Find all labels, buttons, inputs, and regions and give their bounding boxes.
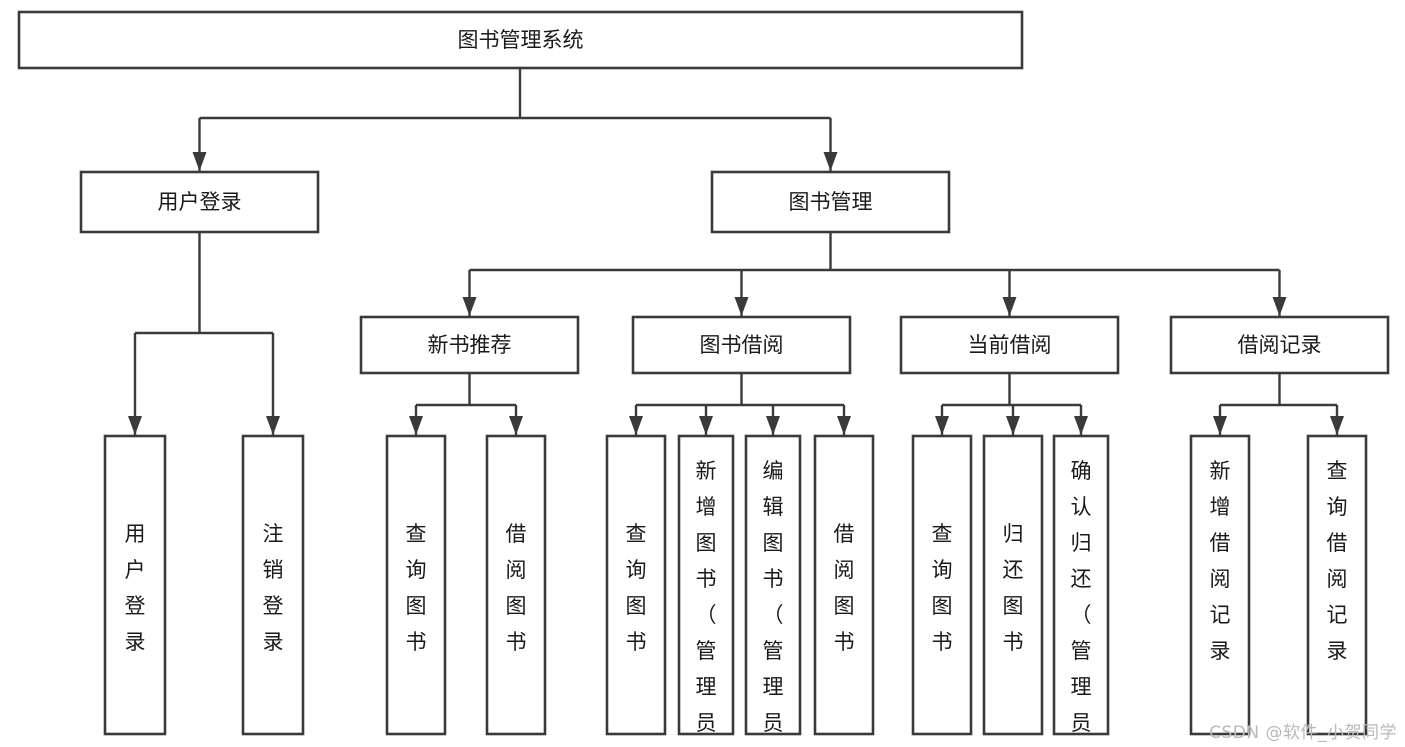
node-user-login[interactable] (79, 170, 320, 234)
arrow-head-icon (734, 297, 749, 316)
node-leaf-rec-query[interactable] (385, 434, 447, 736)
node-book-borrow-rect (631, 315, 852, 375)
node-leaf-rec-query2[interactable] (1306, 434, 1368, 736)
arrow-head-icon (462, 297, 477, 316)
node-leaf-borrow-query[interactable] (605, 434, 667, 736)
node-layer: 图书管理系统用户登录图书管理新书推荐图书借阅当前借阅借阅记录用户登录注销登录查询… (17, 10, 1390, 747)
node-leaf-borrow-edit-rect (744, 434, 802, 736)
node-leaf-borrow-edit[interactable] (744, 434, 802, 736)
node-leaf-borrow-edit-label: 编辑图书（管理员） (763, 459, 784, 747)
node-root-label: 图书管理系统 (458, 28, 584, 52)
node-leaf-borrow-do[interactable] (813, 434, 875, 736)
arrow-head-icon (266, 416, 280, 435)
arrow-head-icon (766, 416, 780, 435)
node-new-book-rec-rect (359, 315, 580, 375)
node-leaf-user-login-rect (103, 434, 167, 736)
arrow-head-icon (509, 416, 523, 435)
node-leaf-rec-borrow[interactable] (485, 434, 547, 736)
node-leaf-cur-query-rect (911, 434, 973, 736)
node-book-manage-label: 图书管理 (789, 190, 873, 214)
arrow-head-icon (1006, 416, 1020, 435)
node-current-borrow-rect (899, 315, 1120, 375)
node-leaf-cur-return-label: 归还图书 (1003, 522, 1024, 654)
node-leaf-cur-query-label: 查询图书 (932, 522, 953, 654)
node-leaf-user-logout[interactable] (241, 434, 305, 736)
node-leaf-borrow-do-label: 借阅图书 (834, 522, 855, 654)
node-book-manage-rect (710, 170, 951, 234)
node-leaf-rec-query2-rect (1306, 434, 1368, 736)
node-leaf-rec-query2-label: 查询借阅记录 (1327, 459, 1348, 663)
arrow-head-icon (128, 416, 142, 435)
node-leaf-user-logout-label: 注销登录 (263, 522, 284, 654)
node-leaf-rec-borrow-rect (485, 434, 547, 736)
node-user-login-rect (79, 170, 320, 234)
arrow-head-icon (837, 416, 851, 435)
node-book-borrow-label: 图书借阅 (700, 333, 784, 357)
arrow-head-icon (1330, 416, 1344, 435)
node-leaf-rec-borrow-label: 借阅图书 (506, 522, 527, 654)
node-root[interactable] (17, 10, 1024, 70)
node-leaf-user-login-label: 用户登录 (125, 522, 146, 654)
arrow-head-icon (1213, 416, 1227, 435)
node-leaf-rec-query-label: 查询图书 (406, 522, 427, 654)
node-leaf-rec-add[interactable] (1189, 434, 1251, 736)
node-leaf-user-logout-rect (241, 434, 305, 736)
node-leaf-cur-confirm-label: 确认归还（管理员） (1071, 459, 1092, 747)
arrow-head-icon (192, 152, 207, 171)
node-leaf-borrow-query-label: 查询图书 (626, 522, 647, 654)
node-borrow-record-rect (1169, 315, 1390, 375)
arrow-head-icon (699, 416, 713, 435)
arrow-head-icon (1002, 297, 1017, 316)
node-new-book-rec[interactable] (359, 315, 580, 375)
node-leaf-user-login[interactable] (103, 434, 167, 736)
arrow-head-icon (935, 416, 949, 435)
arrow-head-icon (1074, 416, 1088, 435)
node-leaf-borrow-add-label: 新增图书（管理员） (696, 459, 717, 747)
node-leaf-rec-add-rect (1189, 434, 1251, 736)
connector-layer (128, 68, 1344, 435)
node-current-borrow[interactable] (899, 315, 1120, 375)
node-book-manage[interactable] (710, 170, 951, 234)
node-new-book-rec-label: 新书推荐 (428, 333, 512, 357)
node-leaf-rec-query-rect (385, 434, 447, 736)
node-borrow-record[interactable] (1169, 315, 1390, 375)
node-leaf-cur-return[interactable] (982, 434, 1044, 736)
node-leaf-rec-add-label: 新增借阅记录 (1210, 459, 1231, 663)
arrow-head-icon (409, 416, 423, 435)
node-user-login-label: 用户登录 (158, 190, 242, 214)
node-leaf-cur-confirm-rect (1052, 434, 1110, 736)
node-leaf-borrow-query-rect (605, 434, 667, 736)
node-current-borrow-label: 当前借阅 (968, 333, 1052, 357)
arrow-head-icon (823, 152, 838, 171)
arrow-head-icon (1272, 297, 1287, 316)
node-leaf-borrow-do-rect (813, 434, 875, 736)
node-root-rect (17, 10, 1024, 70)
node-leaf-cur-query[interactable] (911, 434, 973, 736)
node-leaf-cur-return-rect (982, 434, 1044, 736)
node-leaf-cur-confirm[interactable] (1052, 434, 1110, 736)
node-leaf-borrow-add[interactable] (677, 434, 735, 736)
arrow-head-icon (629, 416, 643, 435)
node-leaf-borrow-add-rect (677, 434, 735, 736)
node-book-borrow[interactable] (631, 315, 852, 375)
node-borrow-record-label: 借阅记录 (1238, 333, 1322, 357)
